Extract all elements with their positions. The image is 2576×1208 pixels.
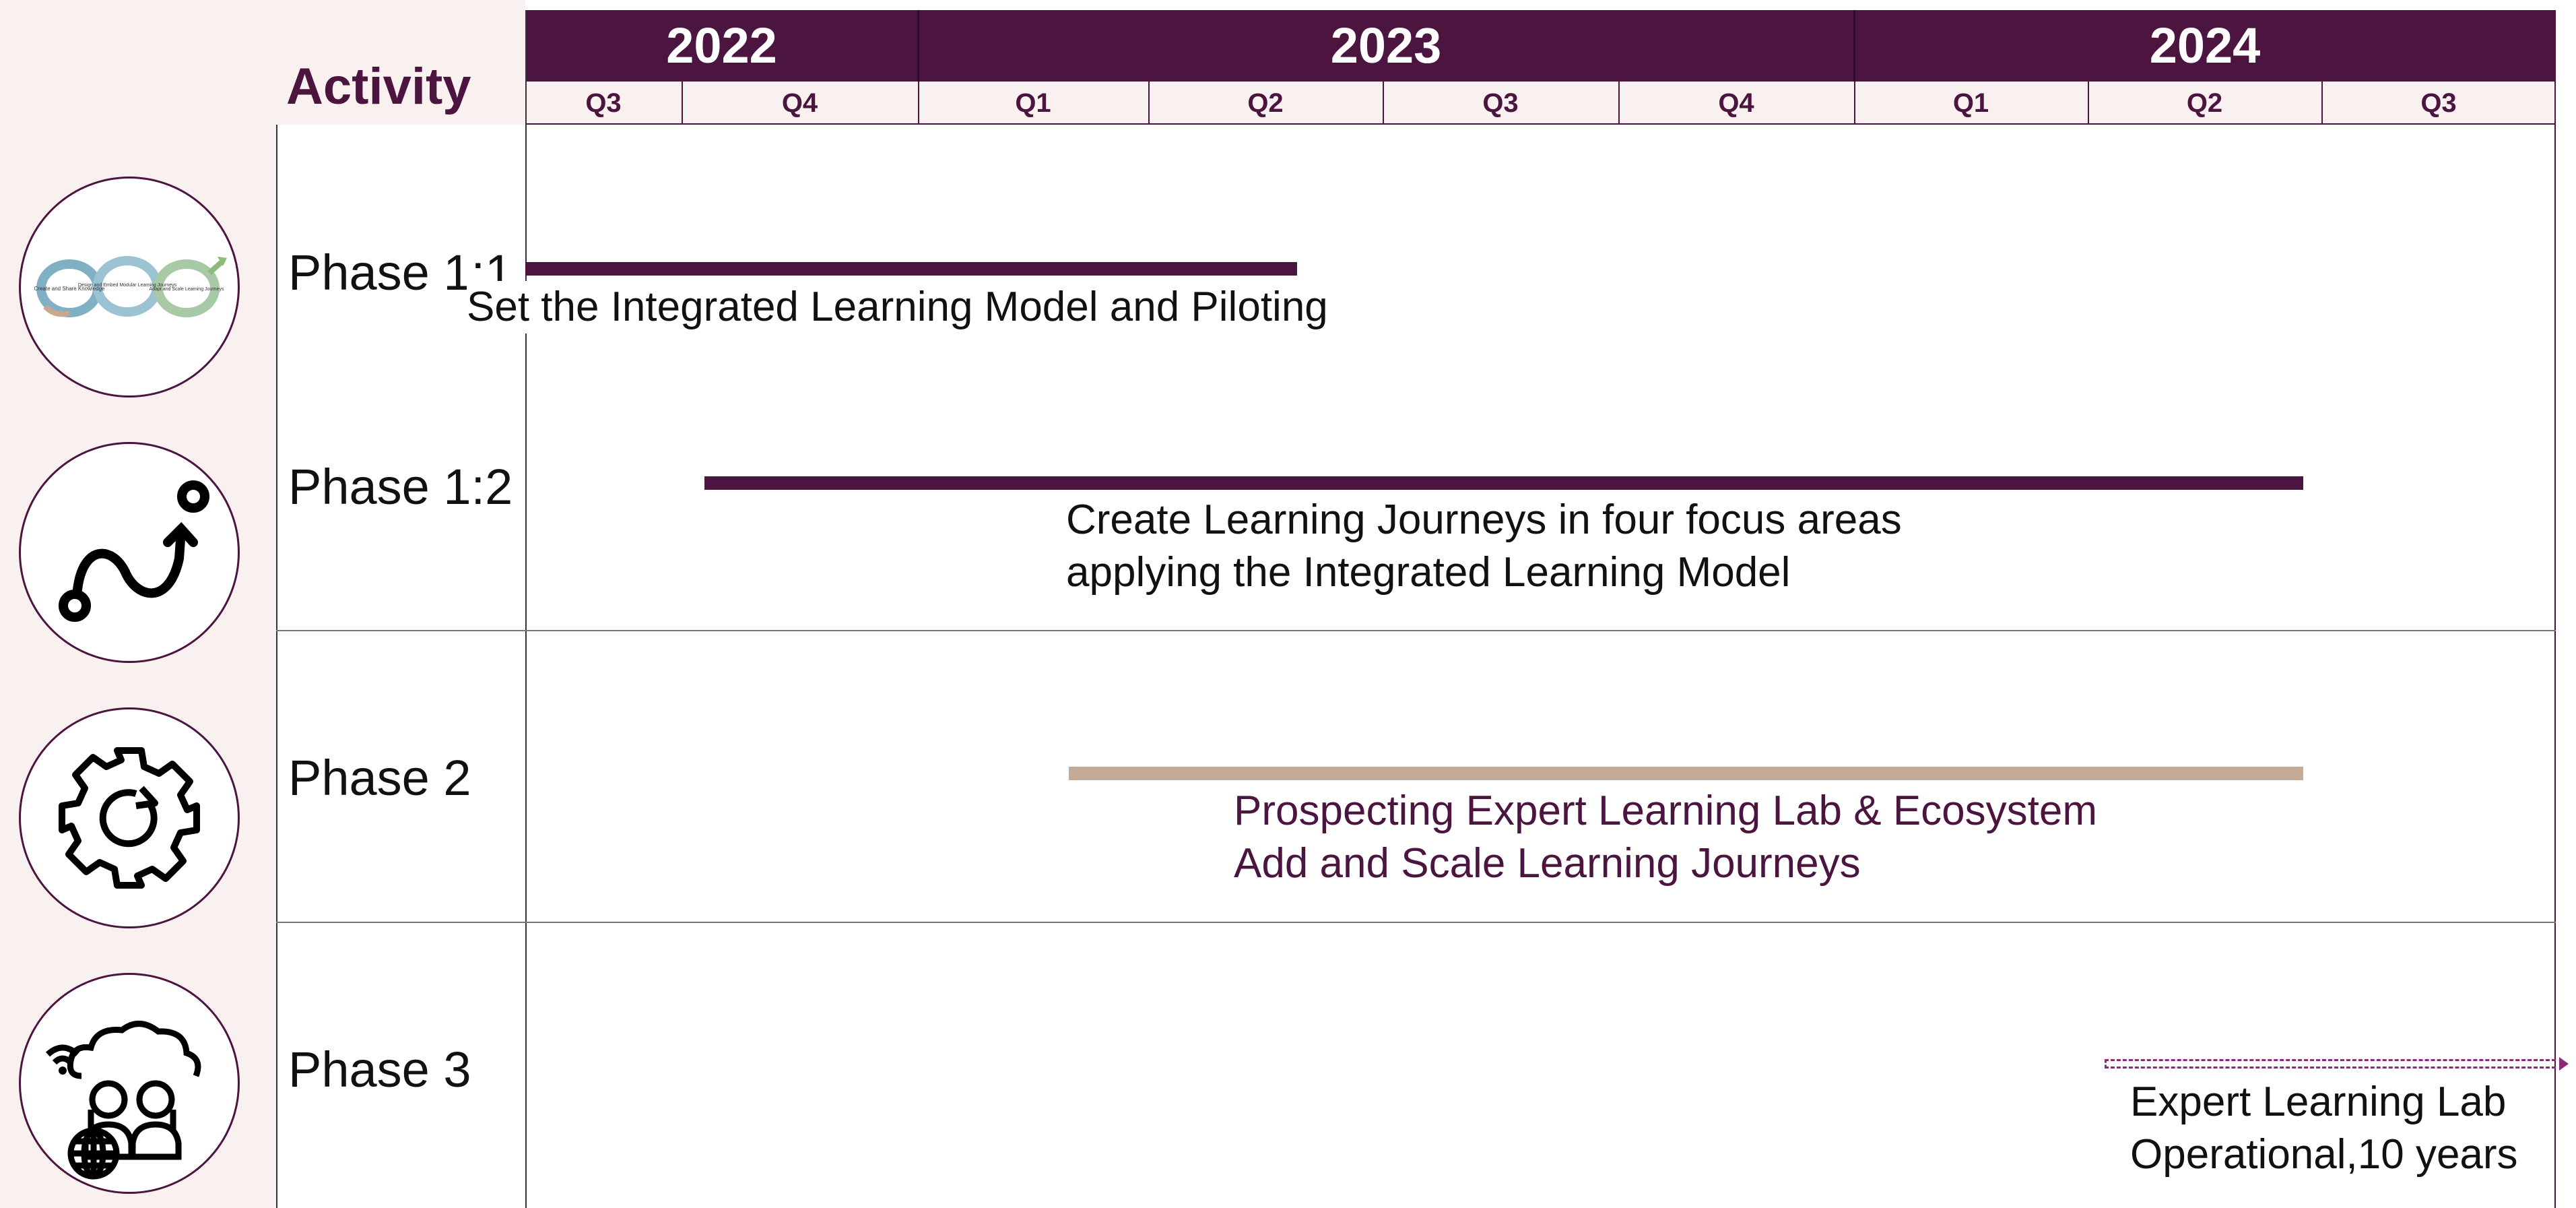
path-route-icon: [19, 442, 240, 663]
grid-frame: [276, 125, 2556, 1208]
quarter-label: Q2: [2186, 88, 2223, 118]
phase-3-task: Expert Learning Lab Operational,10 years: [2130, 1076, 2518, 1181]
year-header-band: [525, 10, 2556, 82]
label-column-divider: [525, 10, 527, 1208]
year-separator: [917, 10, 919, 82]
task-line: applying the Integrated Learning Model: [1066, 549, 1791, 596]
task-line: Create Learning Journeys in four focus a…: [1066, 497, 1902, 543]
phase-2-label: Phase 2: [288, 750, 471, 806]
quarter-separator: [2321, 82, 2323, 125]
quarter-label: Q1: [1952, 88, 1989, 118]
task-line: Operational,10 years: [2130, 1131, 2518, 1178]
quarter-label: Q3: [2420, 88, 2457, 118]
quarter-label: Q3: [1482, 88, 1519, 118]
phase-2-bar: [1069, 767, 2303, 780]
phase-2-task: Prospecting Expert Learning Lab & Ecosys…: [1234, 785, 2097, 890]
infinity-icon-text: Create and Share Knowledge: [34, 286, 106, 292]
quarter-separator: [682, 82, 683, 125]
infinity-cycle-icon: Create and Share Knowledge Design and Em…: [19, 177, 240, 398]
year-2024-label: 2024: [2149, 18, 2261, 73]
phase-3-label: Phase 3: [288, 1042, 471, 1098]
quarter-separator: [1618, 82, 1620, 125]
infinity-icon-text: Design and Embed Modular Learning Journe…: [78, 283, 177, 288]
phase-1-2-label: Phase 1:2: [288, 459, 513, 515]
cloud-people-globe-icon: [19, 973, 240, 1194]
task-line: Expert Learning Lab: [2130, 1079, 2507, 1125]
quarter-label: Q3: [585, 88, 622, 118]
phase-1-1-task: Set the Integrated Learning Model and Pi…: [467, 281, 1328, 333]
year-2022-label: 2022: [666, 18, 777, 73]
header-background: [276, 0, 525, 125]
infinity-icon-text: Adapt and Scale Learning Journeys: [150, 287, 224, 292]
phase-1-2-bar: [704, 476, 2303, 490]
quarter-separator: [1383, 82, 1384, 125]
phase-1-2-task: Create Learning Journeys in four focus a…: [1066, 494, 1902, 599]
quarter-separator: [1148, 82, 1150, 125]
year-separator: [1853, 10, 1855, 82]
activity-heading: Activity: [286, 58, 471, 115]
year-2023-label: 2023: [1330, 18, 1442, 73]
task-line: Prospecting Expert Learning Lab & Ecosys…: [1234, 788, 2098, 834]
quarter-label: Q4: [781, 88, 818, 118]
row-divider: [276, 630, 2556, 631]
gear-cycle-icon: [19, 707, 240, 928]
row-divider: [276, 922, 2556, 923]
quarter-header-band: [525, 82, 2556, 125]
grid-right-edge: [2554, 10, 2556, 1208]
task-line: Set the Integrated Learning Model and Pi…: [467, 284, 1328, 330]
quarter-separator: [1854, 82, 1855, 125]
phase-1-1-bar: [525, 262, 1297, 276]
task-line: Add and Scale Learning Journeys: [1234, 840, 1861, 887]
phase-3-arrow-icon: [2559, 1057, 2569, 1071]
quarter-separator: [2088, 82, 2089, 125]
phase-3-bar: [2105, 1059, 2556, 1069]
quarter-label: Q2: [1247, 88, 1284, 118]
quarter-separator: [918, 82, 919, 125]
quarter-label: Q4: [1718, 88, 1754, 118]
quarter-label: Q1: [1015, 88, 1051, 118]
